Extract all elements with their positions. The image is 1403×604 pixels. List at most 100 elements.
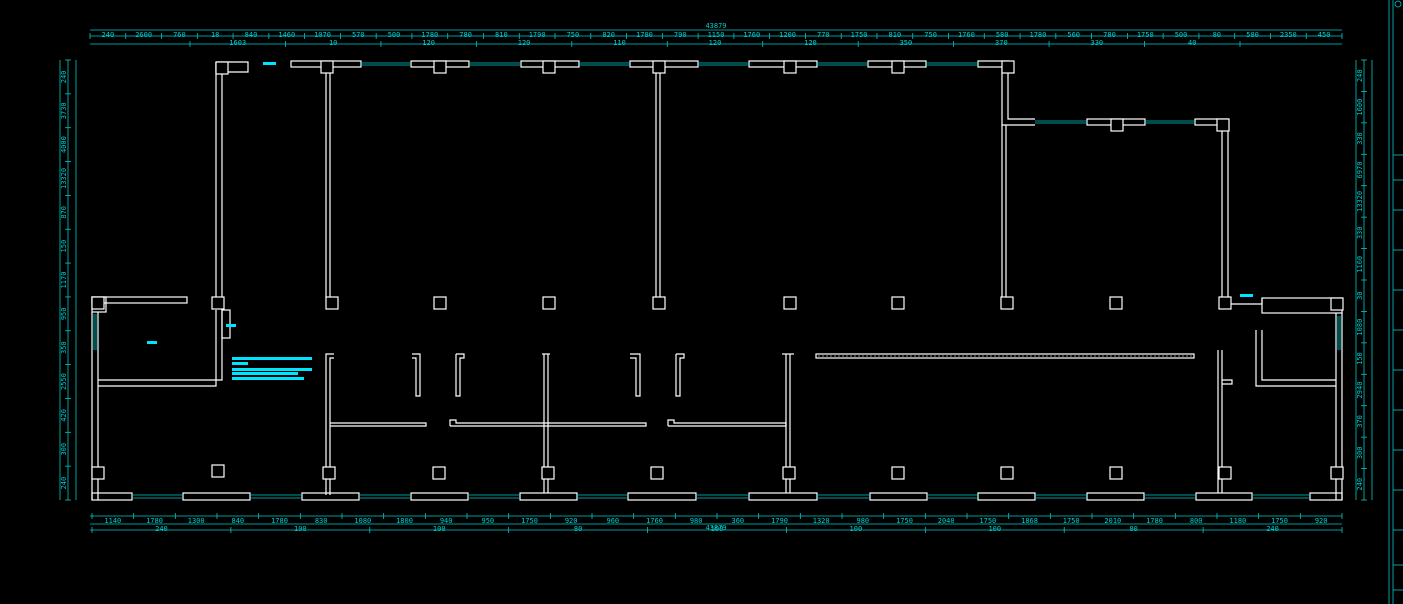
column (211, 464, 225, 478)
column (891, 466, 905, 480)
right-dimension-label: 150 (1356, 352, 1364, 365)
bottom-dimension-label: 980 (690, 517, 703, 525)
right-dimension-label: 240 (1356, 478, 1364, 491)
bottom-dimension-label: 1180 (1229, 517, 1246, 525)
column (650, 466, 664, 480)
top-dimension-label: 580 (1246, 31, 1259, 39)
bottom-dimension-label-2: 80 (574, 525, 582, 533)
column (1110, 118, 1124, 132)
right-dimension-label: 6970 (1356, 162, 1364, 179)
top-dimension-label: 1460 (278, 31, 295, 39)
overall-top-dimension: 43879 (705, 22, 726, 30)
column (433, 296, 447, 310)
column (1330, 297, 1344, 311)
column (542, 60, 556, 74)
bottom-dimension-label: 940 (440, 517, 453, 525)
right-dimension-label: 30 (1356, 291, 1364, 299)
bottom-dimension-label: 1080 (354, 517, 371, 525)
bottom-dimension-label: 840 (232, 517, 245, 525)
left-dimension-label: 2550 (60, 373, 68, 390)
column (1218, 466, 1232, 480)
top-dimension-label: 1790 (529, 31, 546, 39)
column (1109, 296, 1123, 310)
column (652, 60, 666, 74)
interior-walls (98, 67, 1336, 495)
top-dimension-label-2: 350 (900, 39, 913, 47)
top-dimension-label-2: 120 (709, 39, 722, 47)
column (215, 61, 229, 75)
right-dimension-label: 1080 (1356, 319, 1364, 336)
top-dimension-label: 770 (817, 31, 830, 39)
right-dimension-label: 240 (1356, 69, 1364, 82)
column (91, 296, 105, 310)
left-dimension-label: 3730 (60, 102, 68, 119)
left-dimension-label: 1170 (60, 272, 68, 289)
column (891, 296, 905, 310)
top-dimension-label: 2600 (135, 31, 152, 39)
column (782, 466, 796, 480)
right-dimension-label: 300 (1356, 447, 1364, 460)
dimension-right: 2401600330697013320330116030108015029403… (1355, 59, 1373, 501)
top-dimension-label-2: 1603 (229, 39, 246, 47)
top-dimension-label: 18 (211, 31, 219, 39)
column (1109, 466, 1123, 480)
top-dimension-label: 560 (1067, 31, 1080, 39)
bottom-dimension-label: 1800 (396, 517, 413, 525)
bottom-dimension-label: 1780 (1146, 517, 1163, 525)
dimension-left: 2403730400013320870150117095035025504203… (59, 59, 77, 501)
bottom-dimension-label: 1790 (771, 517, 788, 525)
column (652, 296, 666, 310)
top-dimension-label: 1780 (1030, 31, 1047, 39)
bottom-dimension-label: 1760 (646, 517, 663, 525)
top-dimension-label: 1780 (421, 31, 438, 39)
top-dimension-label-2: 120 (422, 39, 435, 47)
right-dimension-label: 2940 (1356, 382, 1364, 399)
bottom-dimension-label-2: 240 (155, 525, 168, 533)
top-dimension-label: 790 (674, 31, 687, 39)
bottom-dimension-label: 1750 (521, 517, 538, 525)
left-dimension-label: 13320 (60, 168, 68, 189)
top-dimension-label: 580 (996, 31, 1009, 39)
bottom-dimension-label: 1750 (1271, 517, 1288, 525)
top-dimension-label: 1750 (1137, 31, 1154, 39)
left-dimension-label: 240 (60, 71, 68, 84)
column (320, 60, 334, 74)
bottom-dimension-label-2: 100 (850, 525, 863, 533)
column (91, 466, 105, 480)
left-dimension-label: 420 (60, 409, 68, 422)
bottom-dimension-label: 920 (565, 517, 578, 525)
bottom-dimension-label: 1320 (813, 517, 830, 525)
bottom-dimension-label: 2040 (938, 517, 955, 525)
bottom-dimension-label: 1300 (188, 517, 205, 525)
bottom-dimension-label-2: 100 (433, 525, 446, 533)
top-dimension-label: 500 (1175, 31, 1188, 39)
bottom-dimension-label-2: 100 (988, 525, 1001, 533)
top-dimension-label: 1760 (958, 31, 975, 39)
bottom-dimension-label-2: 240 (1266, 525, 1279, 533)
left-dimension-label: 350 (60, 341, 68, 354)
right-dimension-label: 1160 (1356, 256, 1364, 273)
column (1218, 296, 1232, 310)
bottom-dimension-label: 1140 (104, 517, 121, 525)
top-dimension-label: 840 (245, 31, 258, 39)
column (1330, 466, 1344, 480)
top-dimension-label: 1760 (743, 31, 760, 39)
top-dimension-label: 1070 (314, 31, 331, 39)
exterior-walls (91, 60, 1343, 501)
top-dimension-label: 810 (495, 31, 508, 39)
top-dimension-label: 750 (567, 31, 580, 39)
left-dimension-label: 4000 (60, 136, 68, 153)
top-dimension-label-2: 40 (1188, 39, 1196, 47)
top-dimension-label: 810 (889, 31, 902, 39)
top-dimension-label-2: 10 (329, 39, 337, 47)
top-dimension-label-2: 110 (613, 39, 626, 47)
column (541, 466, 555, 480)
top-dimension-label-2: 120 (804, 39, 817, 47)
bottom-dimension-label: 1750 (896, 517, 913, 525)
left-dimension-label: 240 (60, 477, 68, 490)
bottom-dimension-label: 800 (1190, 517, 1203, 525)
bottom-dimension-label: 1780 (271, 517, 288, 525)
bottom-dimension-label-2: 100 (294, 525, 307, 533)
